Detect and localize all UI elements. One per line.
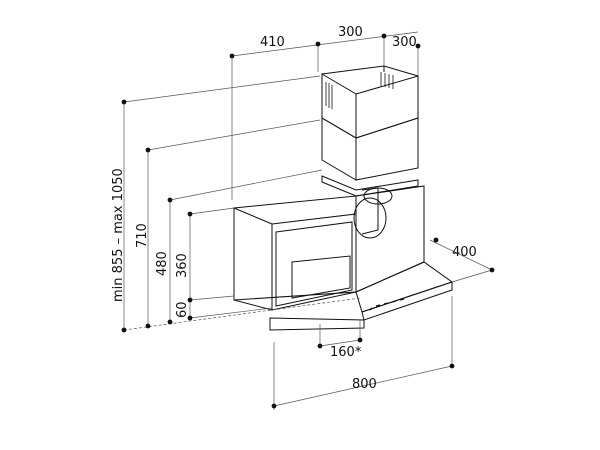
dim-710: 710 bbox=[135, 223, 150, 248]
detail-callouts bbox=[353, 187, 393, 239]
control-panel bbox=[369, 298, 405, 311]
dim-300-right: 300 bbox=[392, 35, 417, 50]
dim-360: 360 bbox=[175, 253, 190, 278]
chimney-lower bbox=[321, 117, 419, 197]
dim-480: 480 bbox=[155, 251, 170, 276]
dim-300-mid: 300 bbox=[338, 25, 363, 40]
dimension-lines bbox=[123, 31, 493, 410]
dim-160: 160* bbox=[330, 345, 362, 360]
dim-60: 60 bbox=[175, 301, 190, 318]
chimney-upper bbox=[321, 65, 419, 139]
dim-height-range: min 855 – max 1050 bbox=[111, 168, 126, 302]
dim-400: 400 bbox=[452, 245, 477, 260]
dimension-markers bbox=[121, 33, 495, 409]
hood-body bbox=[233, 185, 454, 331]
dim-800: 800 bbox=[352, 377, 377, 392]
dim-410: 410 bbox=[260, 35, 285, 50]
